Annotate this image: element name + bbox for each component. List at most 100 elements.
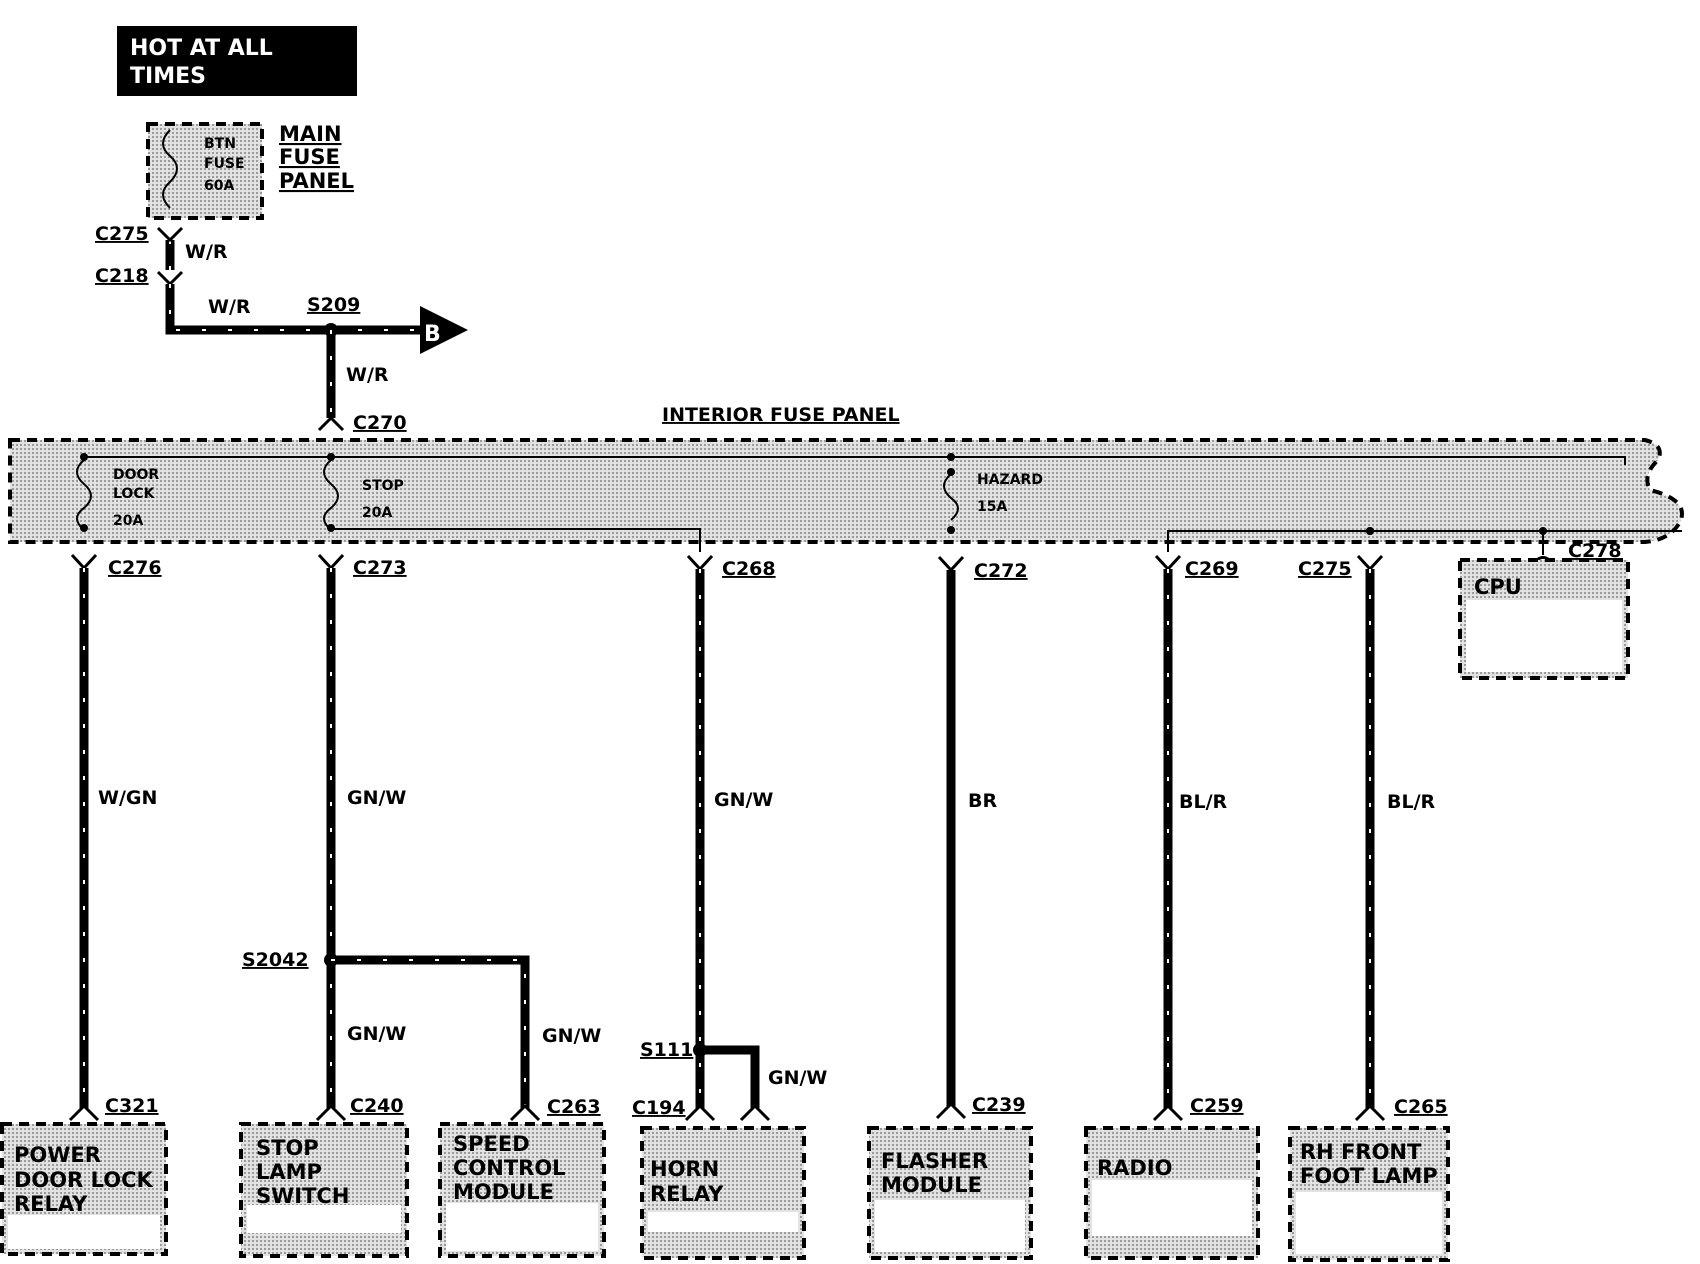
- c239-connector-icon: [935, 1101, 967, 1120]
- horn-relay-l1: HORN: [650, 1157, 719, 1181]
- wire-color-wr1: W/R: [185, 241, 228, 263]
- c270-connector-icon: [317, 415, 345, 432]
- c275-connector-icon: [156, 226, 184, 243]
- c275-connector-icon: [1356, 554, 1384, 572]
- c321-label: C321: [105, 1095, 159, 1117]
- stop-fuse-l1: STOP: [362, 478, 404, 494]
- wire-color-gnw-speed: GN/W: [542, 1025, 601, 1047]
- main-fuse-panel: BTN FUSE 60A MAIN FUSE PANEL: [146, 122, 354, 220]
- c263-label: C263: [547, 1096, 601, 1118]
- branch-rh-foot-lamp: C275 BL/R C265 RH FRONT FOOT LAMP: [1288, 527, 1450, 1262]
- interior-fuse-panel: INTERIOR FUSE PANEL DOOR LOCK 20A STOP 2…: [8, 404, 1684, 552]
- wire-color-gnw-horn: GN/W: [714, 789, 773, 811]
- wire-color-blr-foot: BL/R: [1387, 791, 1436, 813]
- horn-relay-l2: RELAY: [650, 1182, 724, 1206]
- wire-color-gnw-stop2: GN/W: [347, 1023, 406, 1045]
- s111-label: S111: [640, 1039, 693, 1061]
- power-door-lock-relay-l3: RELAY: [14, 1192, 88, 1216]
- cpu-connector-label: C278: [1568, 540, 1622, 562]
- c276-connector-icon: [70, 553, 98, 571]
- c265-connector-icon: [1354, 1103, 1386, 1122]
- horn-second-connector-icon: [739, 1103, 771, 1122]
- upper-feed: C275 C218 W/R W/R S209 B W/R C270: [95, 223, 468, 434]
- speed-control-module-l3: MODULE: [453, 1180, 554, 1204]
- hazard-fuse-l1: HAZARD: [977, 472, 1043, 488]
- branch-horn: C268 GN/W S111 GN/W C194 HORN RELAY: [632, 554, 827, 1260]
- power-door-lock-relay-l1: POWER: [14, 1143, 101, 1167]
- c269-connector-icon: [1154, 554, 1182, 572]
- to-b-arrow-icon: [420, 306, 468, 354]
- c268-connector-icon: [686, 554, 714, 572]
- arrow-label-b: B: [424, 322, 441, 347]
- door-lock-fuse-l1: DOOR: [113, 467, 159, 483]
- c194-connector-icon: [684, 1103, 716, 1122]
- hazard-fuse-l2: 15A: [977, 499, 1007, 515]
- wire-color-gnw-stop: GN/W: [347, 787, 406, 809]
- c269-label: C269: [1185, 558, 1239, 580]
- cpu-label: CPU: [1474, 575, 1522, 599]
- c265-label: C265: [1394, 1096, 1448, 1118]
- c321-connector-icon: [68, 1103, 100, 1122]
- speed-control-module-l2: CONTROL: [453, 1156, 566, 1180]
- door-lock-fuse-icon: [76, 459, 92, 531]
- wire-color-br: BR: [968, 790, 997, 812]
- main-fuse-title3: PANEL: [279, 169, 354, 193]
- main-fuse-line3: 60A: [204, 178, 234, 194]
- flasher-module-l1: FLASHER: [881, 1149, 988, 1173]
- power-door-lock-relay-l2: DOOR LOCK: [14, 1168, 154, 1192]
- branch-power-door-lock: C276 W/GN C321 POWER DOOR LOCK RELAY: [0, 553, 168, 1256]
- door-lock-fuse-l2: LOCK: [113, 486, 156, 502]
- c263-connector-icon: [509, 1103, 541, 1122]
- c273-label: C273: [353, 557, 407, 579]
- cpu-module: C278 CPU: [1366, 527, 1630, 680]
- hot-at-all-times-label: HOT AT ALL TIMES: [117, 26, 357, 96]
- rh-front-foot-lamp-l2: FOOT LAMP: [1300, 1164, 1438, 1188]
- hazard-fuse-icon: [943, 473, 959, 521]
- c240-connector-icon: [315, 1103, 347, 1122]
- radio-label: RADIO: [1097, 1156, 1173, 1180]
- branch-stop-lamp: C273 GN/W S2042 GN/W C240 STOP LAMP SWIT…: [239, 553, 606, 1258]
- main-fuse-title1: MAIN: [279, 122, 342, 146]
- stop-lamp-switch-l3: SWITCH: [256, 1184, 349, 1208]
- c259-label: C259: [1190, 1095, 1244, 1117]
- c259-connector-icon: [1152, 1103, 1184, 1122]
- main-fuse-line1: BTN: [204, 136, 236, 152]
- c239-label: C239: [972, 1094, 1026, 1116]
- main-fuse-line2: FUSE: [204, 156, 245, 172]
- door-lock-fuse-l3: 20A: [113, 513, 143, 529]
- rh-front-foot-lamp-l1: RH FRONT: [1300, 1140, 1422, 1164]
- branch-flasher: C272 BR C239 FLASHER MODULE: [867, 555, 1033, 1260]
- hot-label-line1: HOT AT ALL: [130, 36, 273, 61]
- c218-connector-icon: [156, 270, 184, 287]
- stop-lamp-switch-l2: LAMP: [256, 1160, 322, 1184]
- interior-fuse-panel-title: INTERIOR FUSE PANEL: [662, 404, 900, 426]
- c273-connector-icon: [317, 553, 345, 571]
- fuse-symbol-icon: [162, 129, 178, 209]
- stop-fuse-l2: 20A: [362, 505, 392, 521]
- c218-label: C218: [95, 265, 149, 287]
- c275-top-label: C275: [95, 223, 149, 245]
- branch-radio: C269 BL/R C259 RADIO: [1084, 554, 1260, 1260]
- c194-label: C194: [632, 1097, 686, 1119]
- hot-label-line2: TIMES: [130, 64, 206, 89]
- stop-lamp-switch-l1: STOP: [256, 1136, 319, 1160]
- s209-label: S209: [307, 294, 360, 316]
- c272-connector-icon: [937, 555, 965, 573]
- s2042-label: S2042: [242, 949, 309, 971]
- main-fuse-title2: FUSE: [279, 145, 340, 169]
- wire-color-wr2: W/R: [208, 296, 251, 318]
- c270-label: C270: [353, 412, 407, 434]
- speed-control-module-l1: SPEED: [453, 1132, 530, 1156]
- wire-color-wr3: W/R: [346, 364, 389, 386]
- c275-branch-label: C275: [1298, 558, 1352, 580]
- wire-color-blr-radio: BL/R: [1179, 791, 1228, 813]
- wire-color-wgn: W/GN: [98, 787, 157, 809]
- c240-label: C240: [350, 1095, 404, 1117]
- stop-fuse-icon: [323, 459, 339, 531]
- wire-color-gnw-horn2: GN/W: [768, 1067, 827, 1089]
- c268-label: C268: [722, 558, 776, 580]
- c276-label: C276: [108, 557, 162, 579]
- flasher-module-l2: MODULE: [881, 1173, 982, 1197]
- c272-label: C272: [974, 560, 1028, 582]
